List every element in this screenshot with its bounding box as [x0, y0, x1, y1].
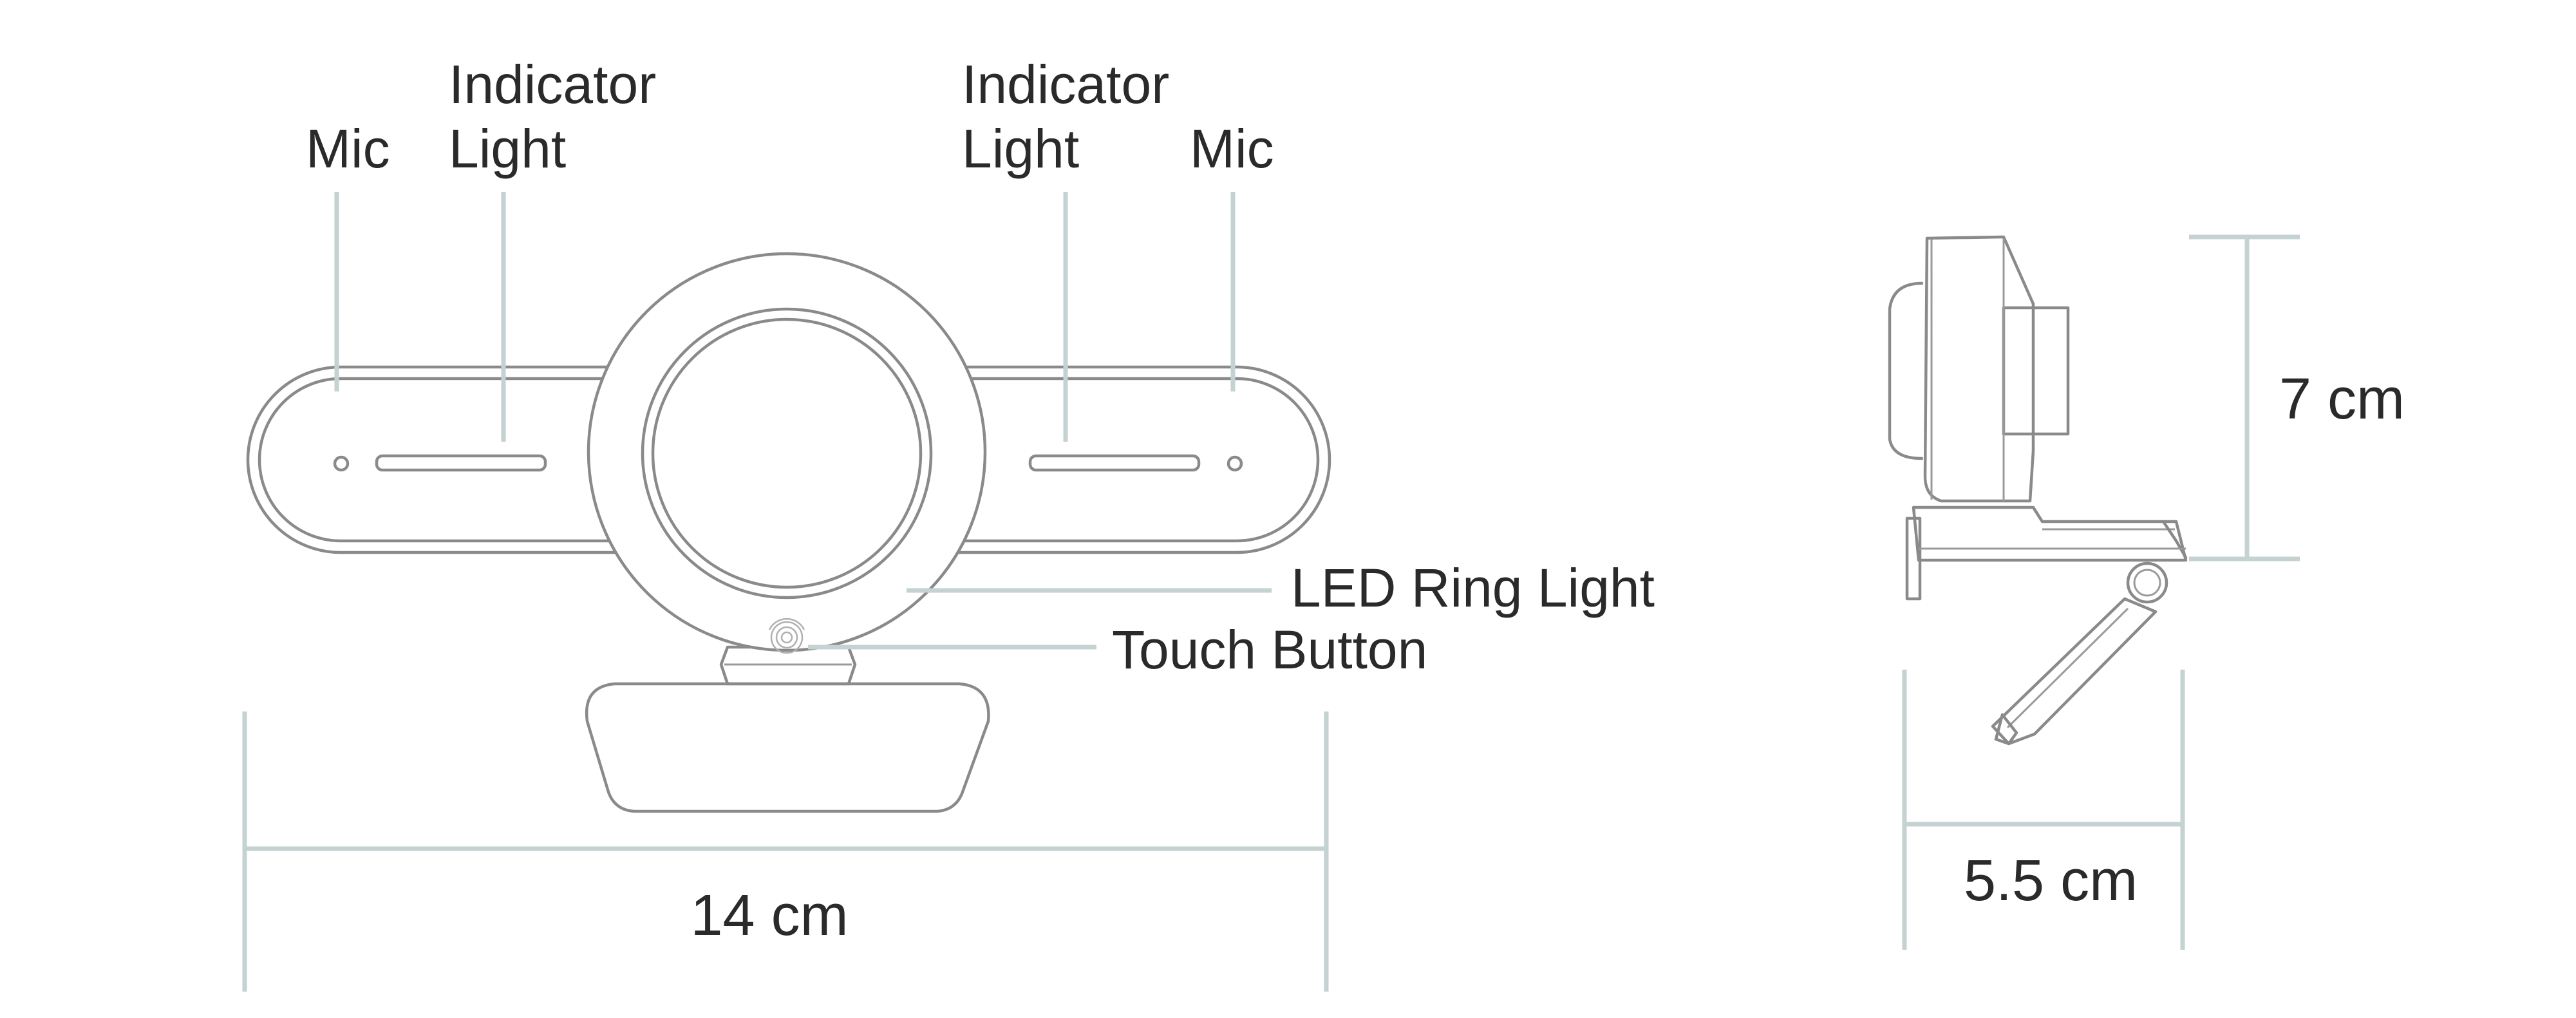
- front-view: Mic Indicator Light Indicator Light Mic …: [242, 54, 1655, 992]
- label-touch-button: Touch Button: [1112, 619, 1427, 680]
- label-indicator-right-1: Indicator: [962, 54, 1169, 115]
- side-hinge: [2126, 561, 2168, 604]
- side-arm: [1991, 597, 2158, 746]
- side-clamp-top: [1912, 505, 2188, 562]
- label-indicator-right-2: Light: [962, 118, 1079, 179]
- indicator-right-slot: [1028, 454, 1201, 472]
- label-mic-left: Mic: [306, 118, 390, 179]
- indicator-left-slot: [375, 454, 547, 472]
- fingerprint-icon: [768, 617, 805, 654]
- front-base: [585, 682, 990, 813]
- label-height: 7 cm: [2279, 367, 2405, 431]
- label-depth: 5.5 cm: [1964, 849, 2138, 913]
- ring-housing: [587, 252, 987, 652]
- label-led-ring-light: LED Ring Light: [1291, 558, 1655, 618]
- label-indicator-left-1: Indicator: [449, 54, 656, 115]
- side-camera-head: [1923, 235, 2035, 503]
- lens: [651, 317, 923, 589]
- label-mic-right: Mic: [1190, 118, 1274, 179]
- label-indicator-left-2: Light: [449, 118, 566, 179]
- label-width: 14 cm: [690, 883, 848, 948]
- mic-right-dot: [1227, 455, 1243, 472]
- side-view: 7 cm 5.5 cm: [1888, 234, 2405, 950]
- led-ring-outer: [641, 307, 933, 599]
- mic-left-dot: [333, 455, 350, 472]
- side-clamp-front: [1905, 516, 1922, 601]
